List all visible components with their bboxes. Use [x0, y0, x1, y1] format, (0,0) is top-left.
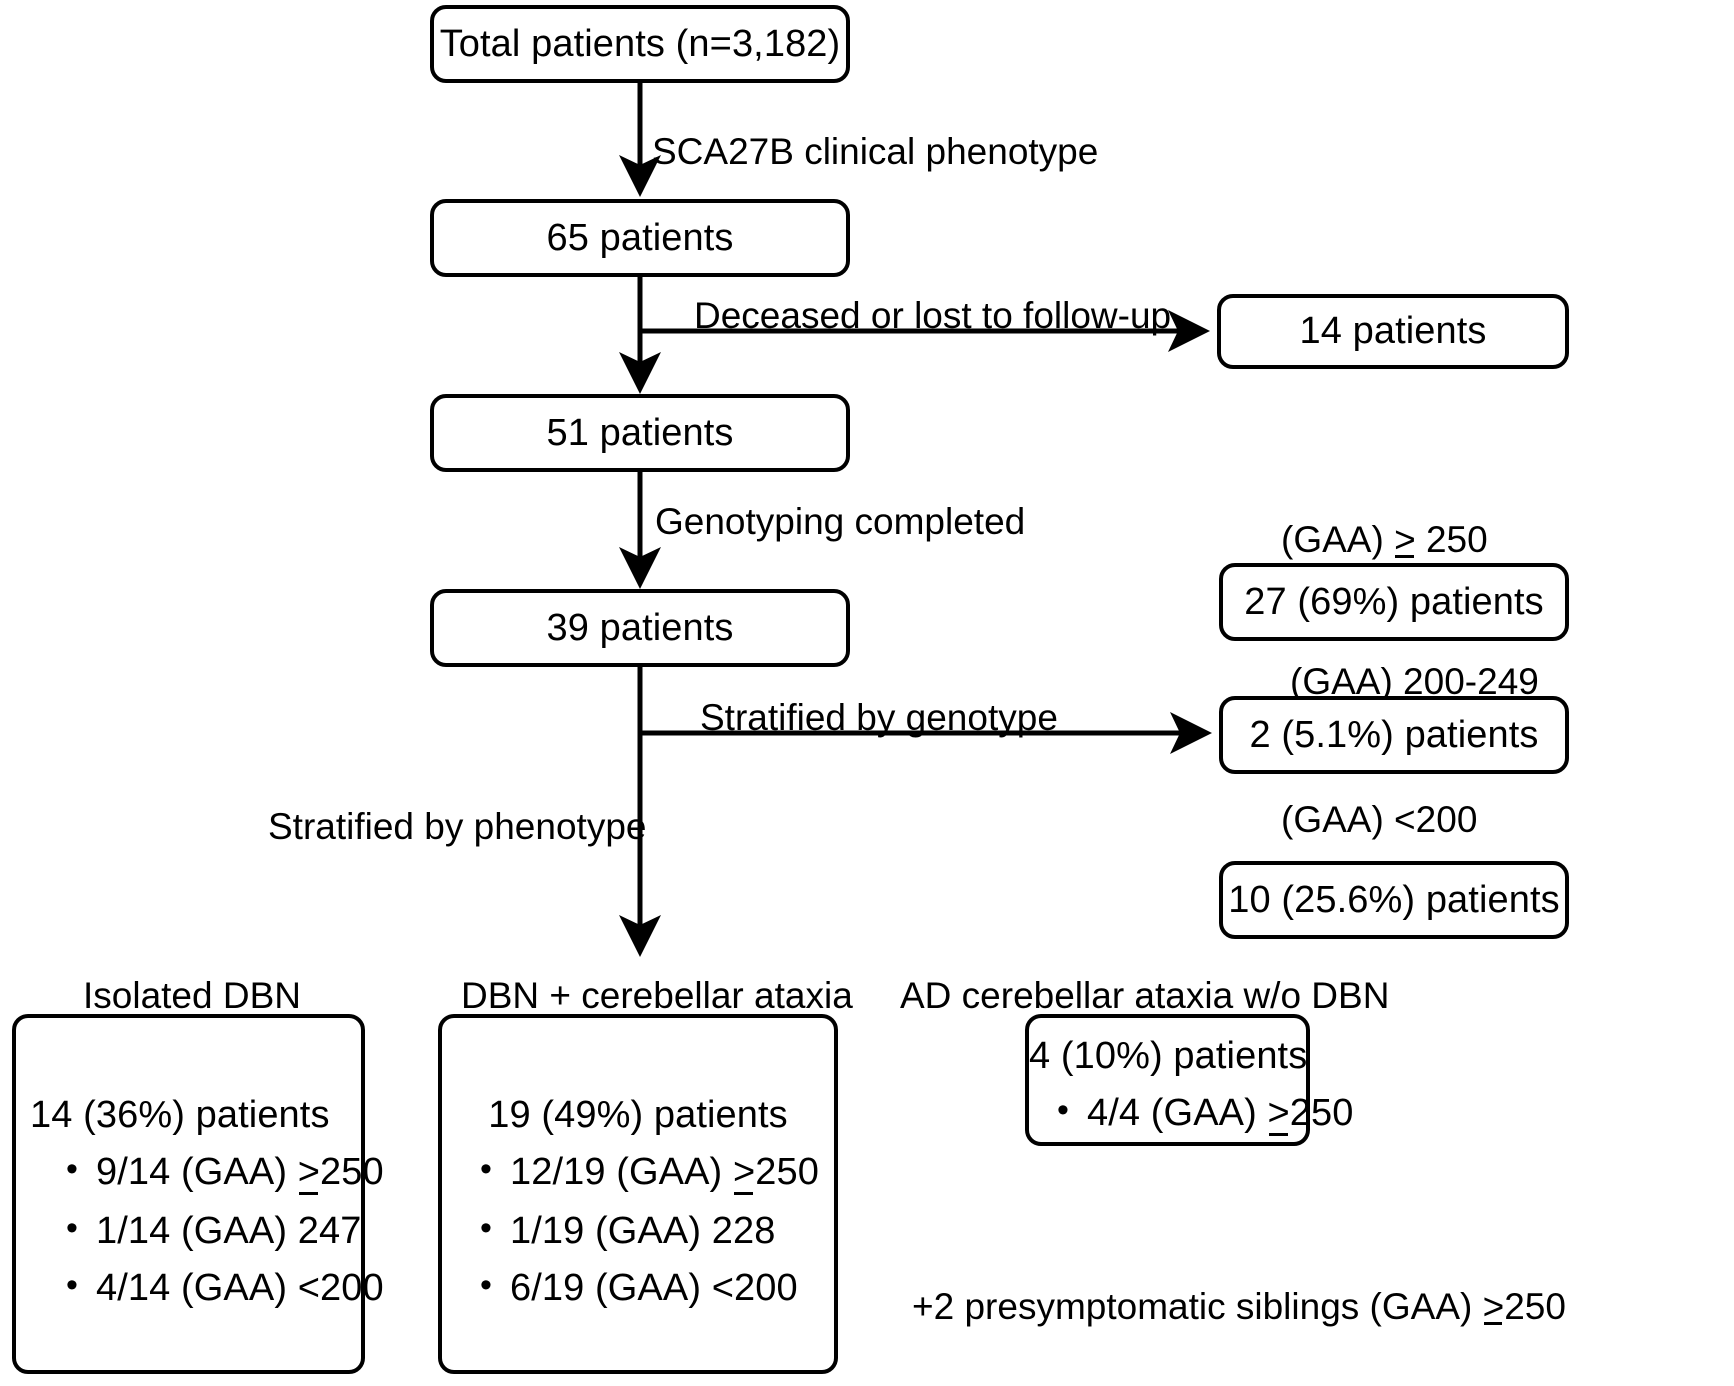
dbn-ataxia-item-0-prefix: 12/19 (GAA) [510, 1151, 733, 1194]
node-excluded-14-patients[interactable]: 14 patients [1217, 294, 1569, 369]
ad-ataxia-item-0-prefix: 4/4 (GAA) [1087, 1092, 1268, 1134]
node-phenotype-ad-ataxia[interactable]: 4 (10%) patients 4/4 (GAA) >250 [1025, 1014, 1353, 1146]
greater-equal-icon: > [733, 1150, 755, 1197]
ad-ataxia-list: 4/4 (GAA) >250 [1029, 1079, 1353, 1138]
genotype-label-lt200: (GAA) <200 [1281, 799, 1478, 840]
genotype-label-200-249: (GAA) 200-249 [1290, 661, 1539, 702]
node-excluded-14-label: 14 patients [1299, 310, 1487, 353]
footnote-prefix: +2 presymptomatic siblings (GAA) [912, 1286, 1483, 1327]
node-65-patients[interactable]: 65 patients [430, 199, 850, 277]
isolated-dbn-item-1-prefix: 1/14 (GAA) 247 [96, 1210, 362, 1252]
list-item: 1/19 (GAA) 228 [480, 1208, 834, 1254]
node-gaa-ge250[interactable]: 27 (69%) patients [1219, 563, 1569, 641]
dbn-ataxia-item-1-prefix: 1/19 (GAA) 228 [510, 1210, 776, 1252]
greater-equal-icon: > [1268, 1091, 1290, 1138]
node-65-patients-label: 65 patients [546, 216, 734, 259]
node-total-patients-label: Total patients (n=3,182) [439, 22, 841, 65]
node-39-patients[interactable]: 39 patients [430, 589, 850, 667]
node-gaa-lt200-label: 10 (25.6%) patients [1228, 878, 1560, 921]
node-gaa-200-249[interactable]: 2 (5.1%) patients [1219, 696, 1569, 774]
node-phenotype-isolated-dbn[interactable]: 14 (36%) patients 9/14 (GAA) >250 1/14 (… [12, 1014, 384, 1374]
genotype-ge250-suffix: 250 [1415, 519, 1488, 560]
phenotype-group-label-isolated-dbn: Isolated DBN [83, 975, 301, 1016]
isolated-dbn-item-0-suffix: 250 [320, 1151, 384, 1194]
isolated-dbn-list: 9/14 (GAA) >250 1/14 (GAA) 247 4/14 (GAA… [16, 1138, 384, 1311]
greater-equal-icon: > [1394, 519, 1416, 560]
edge-label-sca27b-phenotype: SCA27B clinical phenotype [652, 131, 1099, 172]
node-total-patients[interactable]: Total patients (n=3,182) [430, 5, 850, 83]
node-phenotype-dbn-ataxia[interactable]: 19 (49%) patients 12/19 (GAA) >250 1/19 … [438, 1014, 838, 1374]
isolated-dbn-item-2-prefix: 4/14 (GAA) <200 [96, 1266, 384, 1309]
list-item: 4/4 (GAA) >250 [1057, 1090, 1353, 1138]
edge-label-genotyping-completed: Genotyping completed [655, 501, 1026, 542]
list-item: 6/19 (GAA) <200 [480, 1265, 834, 1311]
list-item: 9/14 (GAA) >250 [66, 1149, 384, 1197]
node-51-patients-label: 51 patients [546, 411, 734, 454]
list-item: 1/14 (GAA) 247 [66, 1208, 362, 1254]
node-gaa-200-249-label: 2 (5.1%) patients [1249, 713, 1539, 756]
greater-equal-icon: > [298, 1150, 320, 1197]
phenotype-group-label-dbn-ataxia: DBN + cerebellar ataxia [461, 975, 853, 1016]
dbn-ataxia-item-0-suffix: 250 [755, 1151, 819, 1194]
node-51-patients[interactable]: 51 patients [430, 394, 850, 472]
edge-label-stratified-by-genotype: Stratified by genotype [700, 697, 1058, 738]
phenotype-group-label-ad-ataxia: AD cerebellar ataxia w/o DBN [900, 975, 1390, 1016]
footnote-presymptomatic-siblings: +2 presymptomatic siblings (GAA) >250 [912, 1288, 1566, 1327]
edge-label-stratified-by-phenotype: Stratified by phenotype [268, 806, 647, 847]
edge-label-deceased-lost: Deceased or lost to follow-up [694, 295, 1172, 336]
dbn-ataxia-item-2-prefix: 6/19 (GAA) <200 [510, 1266, 798, 1309]
greater-equal-icon: > [1482, 1286, 1505, 1327]
ad-ataxia-item-0-suffix: 250 [1289, 1092, 1354, 1134]
list-item: 12/19 (GAA) >250 [480, 1149, 834, 1197]
dbn-ataxia-headline: 19 (49%) patients [488, 1094, 788, 1137]
list-item: 4/14 (GAA) <200 [66, 1265, 384, 1311]
node-gaa-ge250-label: 27 (69%) patients [1244, 580, 1544, 623]
genotype-label-ge250: (GAA) > 250 [1281, 521, 1488, 560]
isolated-dbn-item-0-prefix: 9/14 (GAA) [96, 1151, 298, 1194]
ad-ataxia-headline: 4 (10%) patients [1029, 1035, 1308, 1078]
footnote-suffix: 250 [1504, 1286, 1566, 1327]
genotype-ge250-prefix: (GAA) [1281, 519, 1395, 560]
isolated-dbn-headline: 14 (36%) patients [30, 1094, 330, 1137]
node-39-patients-label: 39 patients [546, 606, 734, 649]
node-gaa-lt200[interactable]: 10 (25.6%) patients [1219, 861, 1569, 939]
dbn-ataxia-list: 12/19 (GAA) >250 1/19 (GAA) 228 6/19 (GA… [442, 1138, 834, 1310]
